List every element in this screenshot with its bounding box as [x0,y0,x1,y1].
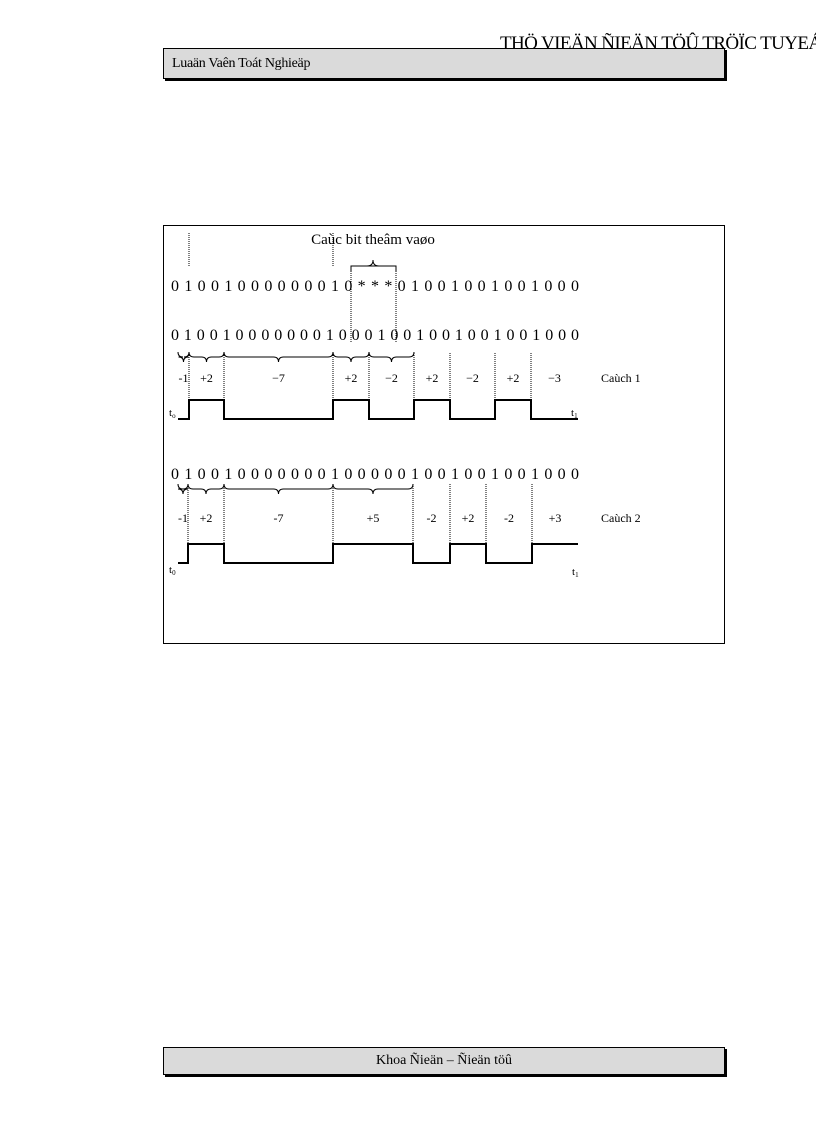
case2-segment-value: -2 [427,511,437,525]
case2-waveform [178,543,578,564]
case2-segment-value: +2 [462,511,475,525]
case1-brace [332,351,370,363]
footer-text: Khoa Ñieän – Ñieän töû [375,1053,513,1068]
case1-segment-value: −7 [272,371,285,385]
case2-t-start: t0 [169,564,176,577]
case1-segment-value: +2 [200,371,213,385]
case2-segment-value: +5 [367,511,380,525]
page-footer: Khoa Ñieän – Ñieän töû [163,1047,725,1075]
case1-segment-value: −3 [548,371,561,385]
case1-waveform [178,399,578,420]
inserted-bits-bracket [350,265,397,271]
page-header: Luaän Vaên Toát Nghieäp [163,48,725,79]
case1-segment-value: +2 [345,371,358,385]
inserted-bits-label: Caùc bit theâm vaøo [311,232,435,248]
inserted-bits-brace [366,259,380,267]
case2-brace [187,483,225,495]
case2-segment-value: -7 [274,511,284,525]
case2-segment-value: -1 [178,511,188,525]
original-bit-string: 0 1 0 0 1 0 0 0 0 0 0 0 1 0 * * * 0 1 0 … [171,278,579,295]
case1-brace [188,351,225,363]
document-title: Luaän Vaên Toát Nghieäp [172,56,311,71]
case2-segment-value: +2 [200,511,213,525]
case1-t-start: to [169,407,176,420]
case1-segment-value: +2 [507,371,520,385]
case2-segment-value: -2 [504,511,514,525]
figure-frame: Caùc bit theâm vaøo 0 1 0 0 1 0 0 0 0 0 … [163,225,725,644]
case1-segment-value: -1 [179,371,189,385]
case2-brace [332,483,414,495]
case1-segment-value: −2 [466,371,479,385]
case1-segment-value: +2 [426,371,439,385]
case2-brace [177,483,189,495]
case1-bit-string: 0 1 0 0 1 0 0 0 0 0 0 0 1 0 0 0 1 0 0 1 … [171,327,579,344]
case2-label: Caùch 2 [601,511,641,525]
case2-brace [223,483,334,495]
case2-segment-value: +3 [549,511,562,525]
case1-brace [223,351,334,363]
case1-brace [368,351,415,363]
case2-t-end: t1 [572,566,579,579]
bit-stuffing-diagram: Caùc bit theâm vaøo 0 1 0 0 1 0 0 0 0 0 … [169,232,641,579]
case1-t-end: t1 [571,407,578,420]
case1-segment-value: −2 [385,371,398,385]
case2-bit-string: 0 1 0 0 1 0 0 0 0 0 0 0 1 0 0 0 0 0 1 0 … [171,466,579,483]
case1-label: Caùch 1 [601,371,641,385]
case1-brace [177,351,190,363]
